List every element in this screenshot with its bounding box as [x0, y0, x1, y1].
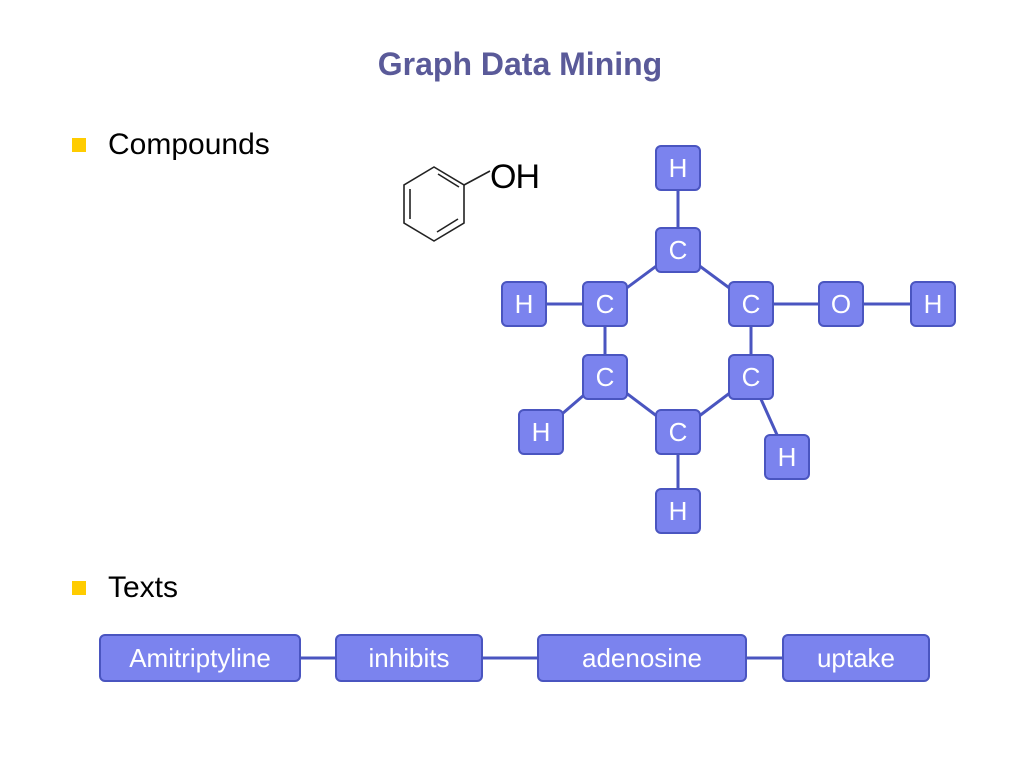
word-node-inhibits: inhibits — [335, 634, 483, 682]
word-node-adenosine: adenosine — [537, 634, 747, 682]
atom-node-h-lower-left: H — [518, 409, 564, 455]
hydroxyl-bond — [463, 170, 491, 186]
bullet-compounds-label: Compounds — [108, 128, 270, 161]
atom-node-c-upper-right: C — [728, 281, 774, 327]
atom-node-h-bottom: H — [655, 488, 701, 534]
aromatic-bond-inner — [436, 218, 459, 233]
atom-node-c-lower-left: C — [582, 354, 628, 400]
atom-node-o: O — [818, 281, 864, 327]
atom-node-c-bottom: C — [655, 409, 701, 455]
atom-node-c-top: C — [655, 227, 701, 273]
aromatic-bond-inner — [437, 173, 460, 188]
atom-node-c-upper-left: C — [582, 281, 628, 327]
bullet-texts-label: Texts — [108, 571, 179, 604]
atom-node-h-lower-right: H — [764, 434, 810, 480]
bullet-square-icon — [72, 138, 86, 152]
word-node-amitriptyline: Amitriptyline — [99, 634, 301, 682]
bullet-square-icon — [72, 581, 86, 595]
phenol-structure-icon — [403, 166, 491, 242]
phenol-oh-label: OH — [490, 158, 540, 196]
atom-node-h-top: H — [655, 145, 701, 191]
atom-node-h-right: H — [910, 281, 956, 327]
slide-title: Graph Data Mining — [377, 46, 663, 82]
benzene-ring — [403, 166, 465, 242]
word-node-uptake: uptake — [782, 634, 930, 682]
atom-node-h-left: H — [501, 281, 547, 327]
bullet-texts: Texts — [72, 571, 178, 605]
atom-node-c-lower-right: C — [728, 354, 774, 400]
bullet-compounds: Compounds — [72, 128, 270, 162]
